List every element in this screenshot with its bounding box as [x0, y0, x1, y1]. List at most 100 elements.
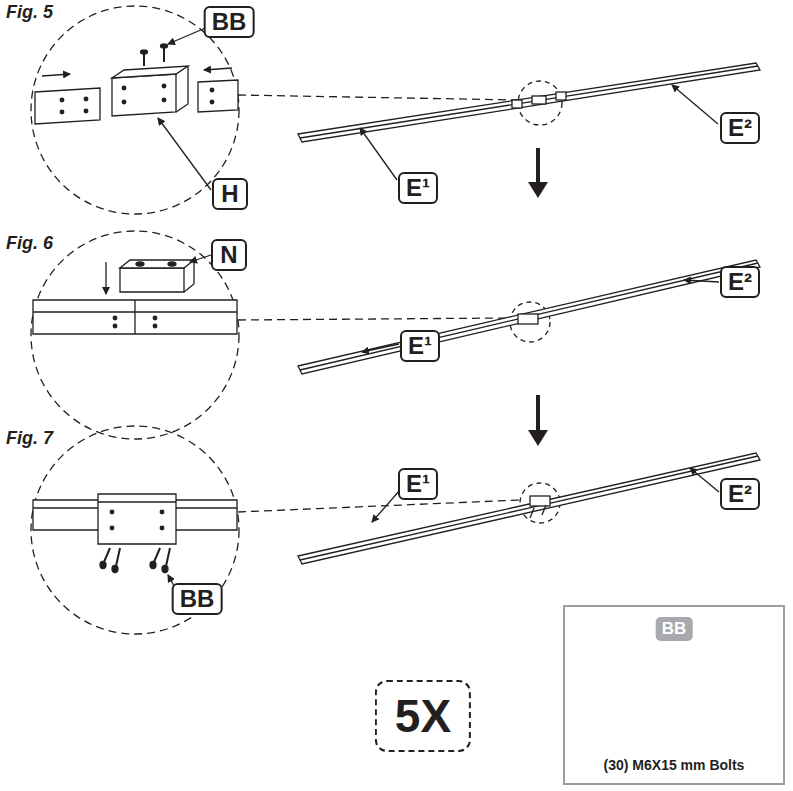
drawing-part — [530, 508, 534, 518]
drawing-part — [160, 510, 164, 514]
drawing-part — [98, 501, 176, 502]
drawing-part — [98, 494, 176, 544]
drawing-part — [150, 562, 156, 569]
drawing-part — [518, 314, 538, 324]
drawing-part — [110, 526, 114, 530]
callout-label: BB — [204, 6, 255, 38]
drawing-part — [536, 148, 540, 184]
drawing-part — [31, 426, 239, 634]
drawing-part — [528, 182, 548, 198]
hardware-caption: (30) M6X15 mm Bolts — [565, 757, 783, 773]
drawing-part — [556, 92, 566, 100]
drawing-part — [300, 66, 758, 138]
drawing-part — [162, 566, 168, 573]
drawing-part — [372, 490, 400, 522]
drawing-part — [193, 260, 194, 284]
drawing-part — [528, 430, 548, 446]
part-letter: E² — [728, 268, 752, 295]
callout-label: E² — [720, 266, 760, 298]
callout-label: E¹ — [398, 172, 438, 204]
drawing-part — [184, 284, 194, 292]
drawing-part — [134, 300, 135, 334]
drawing-part — [60, 98, 64, 102]
part-letter: E² — [728, 480, 752, 507]
drawing-part — [112, 566, 118, 573]
callout-label: E¹ — [398, 468, 438, 500]
drawing-part — [112, 74, 176, 116]
drawing-part — [542, 505, 546, 515]
callout-label: E² — [720, 478, 760, 510]
drawing-part — [100, 562, 106, 569]
drawing-part — [160, 526, 164, 530]
drawing-part — [300, 263, 758, 370]
drawing-part — [136, 262, 144, 266]
part-letter: BB — [662, 619, 687, 638]
hardware-box: (30) M6X15 mm Bolts BB — [563, 605, 785, 785]
part-letter: H — [221, 180, 238, 207]
drawing-part — [238, 318, 510, 320]
drawing-part — [104, 548, 110, 562]
drawing-part — [35, 88, 100, 124]
part-letter: BB — [180, 585, 215, 612]
drawing-part — [360, 128, 397, 180]
drawing-part — [690, 468, 719, 492]
drawing-part — [532, 96, 546, 104]
figure-label: Fig. 5 — [6, 2, 53, 23]
drawing-part — [161, 44, 168, 48]
drawing-part — [84, 97, 88, 101]
drawing-part — [362, 344, 399, 352]
drawing-part — [60, 110, 64, 114]
drawing-part — [116, 548, 120, 566]
drawing-part — [300, 456, 758, 560]
part-letter: 5X — [395, 690, 451, 742]
drawing-part — [536, 395, 540, 432]
drawing-part — [105, 262, 106, 294]
figure-label: Fig. 7 — [6, 428, 53, 449]
drawing-part — [530, 496, 550, 506]
drawing-part — [122, 86, 126, 90]
drawing-part — [210, 88, 214, 92]
drawing-part — [512, 100, 522, 108]
drawing-part — [143, 54, 145, 66]
drawing-part — [238, 500, 520, 512]
drawing-part — [298, 453, 760, 564]
drawing-part — [298, 260, 760, 374]
quantity-box: 5X — [375, 680, 471, 752]
drawing-part — [84, 109, 88, 113]
drawing-part — [162, 98, 166, 102]
drawing-part — [168, 262, 176, 266]
drawing-part — [238, 95, 518, 100]
drawing-part — [190, 255, 211, 262]
part-letter: E¹ — [406, 470, 430, 497]
part-letter: E¹ — [408, 332, 432, 359]
drawing-part — [120, 268, 184, 292]
drawing-part — [298, 63, 760, 142]
drawing-part — [162, 84, 166, 88]
drawing-part — [120, 260, 194, 268]
drawing-part — [153, 324, 157, 328]
drawing-part — [210, 100, 214, 104]
drawing-part — [154, 548, 160, 562]
drawing-part — [198, 80, 238, 112]
part-badge: BB — [656, 617, 693, 641]
drawing-part — [158, 118, 211, 190]
drawing-part — [122, 100, 126, 104]
callout-label: E¹ — [400, 330, 440, 362]
drawing-part — [163, 48, 165, 62]
callout-label: BB — [172, 583, 223, 615]
part-letter: N — [220, 241, 237, 268]
drawing-part — [176, 104, 188, 112]
part-letter: BB — [212, 8, 247, 35]
callout-label: N — [211, 239, 247, 271]
drawing-part — [112, 66, 188, 78]
drawing-part — [113, 316, 117, 320]
part-letter: E² — [728, 114, 752, 141]
drawing-part — [31, 6, 760, 706]
callout-label: E² — [720, 112, 760, 144]
drawing-part — [187, 66, 188, 104]
drawing-part — [672, 85, 718, 124]
part-letter: E¹ — [406, 174, 430, 201]
drawing-part — [153, 316, 157, 320]
drawing-part — [42, 74, 70, 76]
